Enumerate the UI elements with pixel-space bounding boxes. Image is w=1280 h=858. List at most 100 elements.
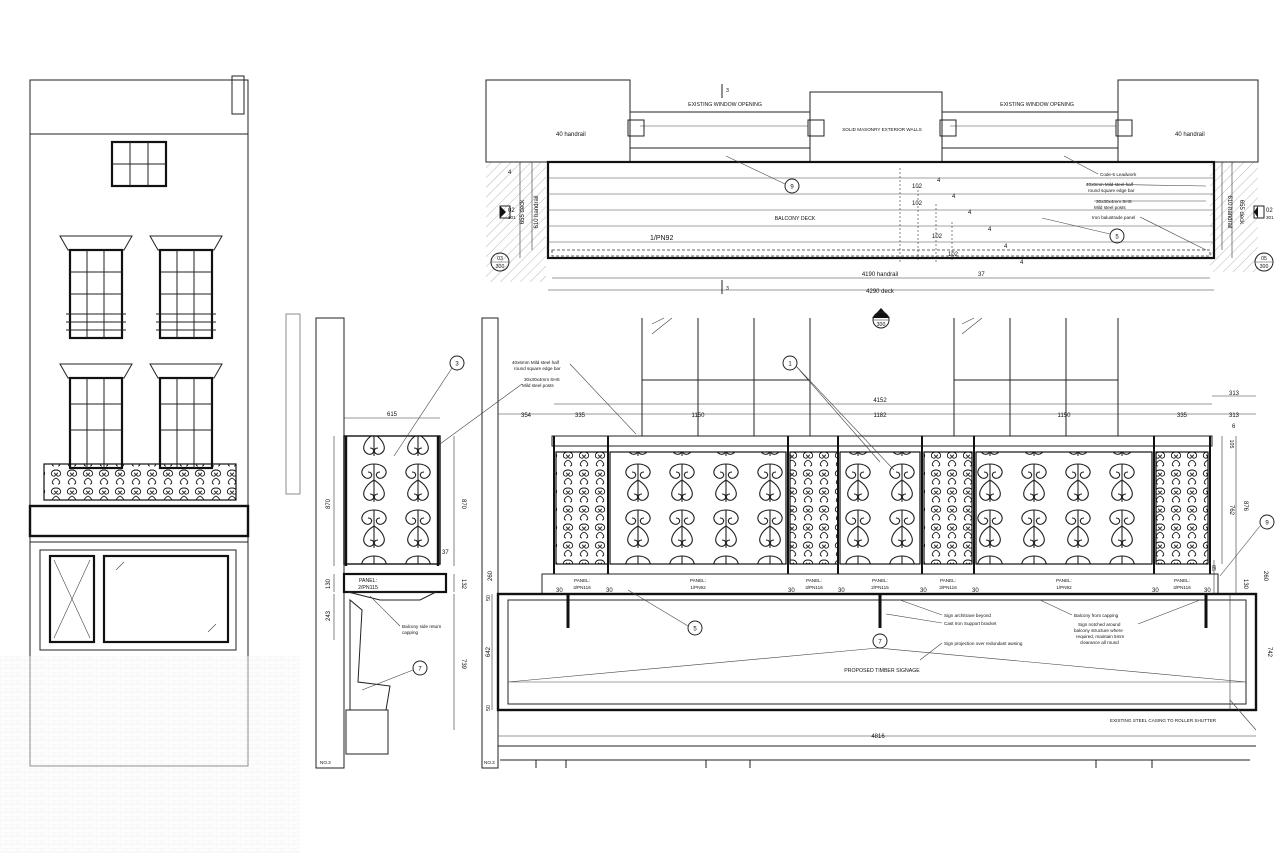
side-dim-739: 739 (460, 659, 466, 670)
section-02-num: 02 (508, 208, 515, 214)
plan-handrail-right: 40 handrail (1175, 132, 1205, 138)
plan-note-shs-1: 30x30x4mm SHS (1096, 199, 1132, 204)
panel-ref-5: 3/PN116 (939, 585, 957, 590)
front-elevation: PANEL: 3/PN116 PANEL: 1/PN92 PANEL: 3/PN… (481, 317, 1275, 769)
building-shopfront (0, 549, 300, 853)
plan-callout-5: 5 (1115, 235, 1119, 241)
plan-balcony-deck: BALCONY DECK (775, 216, 816, 222)
panel-ref-7: 3/PN116 (1173, 585, 1191, 590)
side-panel-label: PANEL: (359, 578, 377, 584)
section-03-num: 03 (497, 256, 503, 262)
balcony-plan: EXISTING WINDOW OPENING EXISTING WINDOW … (485, 79, 1274, 329)
section-marker-02: 02 301 (499, 205, 516, 220)
plan-dim-deck: 4290 deck (866, 289, 895, 295)
plan-gap-37: 37 (978, 272, 985, 278)
front-dim-742: 742 (1266, 647, 1272, 658)
plan-spacing-2: 102 (912, 201, 923, 207)
section-02r-sheet: 301 (1266, 215, 1274, 220)
cut-3-bottom-num: 3 (726, 286, 729, 292)
front-dim-762: 762 (1228, 505, 1234, 516)
front-note-notched-4: clearance all round (1080, 640, 1119, 645)
section-marker-04: 04 300 (872, 308, 890, 329)
plan-dim-handrail: 4190 handrail (862, 272, 898, 278)
panel-word-3: PANEL: (806, 578, 822, 583)
plan-handrail-side-left: 610 handrail (534, 195, 540, 228)
front-dim-876: 876 (1242, 501, 1248, 512)
panel-word-5: PANEL: (940, 578, 956, 583)
side-dim-615: 615 (387, 412, 398, 418)
side-callout-3: 3 (455, 362, 459, 368)
panel-ref-6: 1/PN92 (1056, 585, 1072, 590)
front-dim-260-left: 260 (488, 570, 494, 581)
side-dim-870-right: 870 (460, 499, 466, 510)
plan-four-5: 4 (1004, 244, 1008, 250)
front-callout-9: 9 (1265, 521, 1269, 527)
plan-deck-right: 655 deck (1238, 200, 1244, 225)
panel-word-7: PANEL: (1174, 578, 1190, 583)
front-dim-335-left: 335 (575, 413, 586, 419)
plan-four-3: 4 (968, 210, 972, 216)
plan-spacing-3: 102 (932, 234, 943, 240)
thirty-4: 30 (838, 588, 845, 594)
front-callout-1: 1 (788, 362, 792, 368)
front-dim-130: 130 (1242, 579, 1248, 590)
balustrade-panel-3 (789, 451, 839, 565)
side-dim-870-left: 870 (326, 498, 332, 509)
panel-word-4: PANEL: (872, 578, 888, 583)
thirty-6: 30 (972, 588, 979, 594)
plan-callout-5-circle (1109, 228, 1125, 244)
front-no3: NO.3 (484, 760, 495, 765)
front-note-notched-3: required, maintain 5mm (1076, 634, 1124, 639)
front-dim-1150-left: 1150 (692, 413, 706, 419)
side-note-shs-2: Mild steel posts (522, 383, 554, 388)
plan-note-bar-2: round square edge bar (1088, 188, 1135, 193)
thirty-3: 30 (788, 588, 795, 594)
front-dim-313-b: 313 (1229, 413, 1240, 419)
plan-spacing-4: 102 (948, 252, 959, 258)
section-marker-05: 05 300 (1254, 252, 1274, 272)
front-dim-50-b: 50 (486, 705, 492, 711)
side-dim-37: 37 (442, 550, 449, 556)
cut-marker-3-bottom: 3 (721, 280, 729, 294)
balustrade-panel-1 (555, 451, 609, 565)
side-note-bar-2: round square edge bar (514, 366, 561, 371)
section-02-sheet: 301 (508, 215, 516, 220)
front-dim-1150-right: 1150 (1058, 413, 1072, 419)
plan-spacing-1: 102 (912, 184, 923, 190)
section-04-sheet: 300 (877, 322, 886, 328)
cut-3-top-num: 3 (726, 88, 729, 94)
top-window (110, 140, 168, 188)
front-casing: EXISTING STEEL CASING TO ROLLER SHUTTER (1110, 718, 1217, 723)
side-note-bar-1: 40x6mm Mild steel half (512, 360, 560, 365)
section-03-sheet: 300 (496, 264, 505, 270)
plan-window-opening-right: EXISTING WINDOW OPENING (1000, 102, 1074, 108)
section-marker-03: 03 300 (490, 252, 510, 272)
panel-ref-1: 3/PN116 (573, 585, 591, 590)
front-note-sign-projection: Sign projection over redundant awning (944, 641, 1023, 646)
front-signage: PROPOSED TIMBER SIGNAGE (844, 668, 920, 674)
plan-four-2: 4 (952, 194, 956, 200)
panel-word-1: PANEL: (574, 578, 590, 583)
plan-handrail-left: 40 handrail (556, 132, 586, 138)
side-dim-132: 132 (460, 579, 466, 590)
thirty-1: 30 (556, 588, 563, 594)
front-dim-1182: 1182 (874, 413, 888, 419)
panel-word-2: PANEL: (690, 578, 706, 583)
front-note-notched-1: Sign notched around (1078, 622, 1121, 627)
front-dim-313-a: 313 (1229, 391, 1240, 397)
front-dim-50-a: 50 (486, 595, 492, 601)
section-marker-02-right: 02 301 (1253, 205, 1274, 220)
building-elevation (0, 75, 301, 853)
front-note-sign-arch: Sign architrave beyond (944, 613, 991, 618)
front-callout-5: 5 (693, 627, 697, 633)
front-dim-335-right: 335 (1177, 413, 1188, 419)
front-dim-260-right: 260 (1262, 571, 1268, 582)
front-note-capping: Balcony front capping (1074, 613, 1119, 618)
side-dim-243: 243 (326, 610, 332, 621)
panel-ref-4: 2/PN115 (871, 585, 889, 590)
side-callout-7: 7 (418, 667, 422, 673)
section-02r-num: 02 (1266, 208, 1273, 214)
side-dim-130: 130 (326, 578, 332, 589)
section-05-sheet: 300 (1260, 264, 1269, 270)
